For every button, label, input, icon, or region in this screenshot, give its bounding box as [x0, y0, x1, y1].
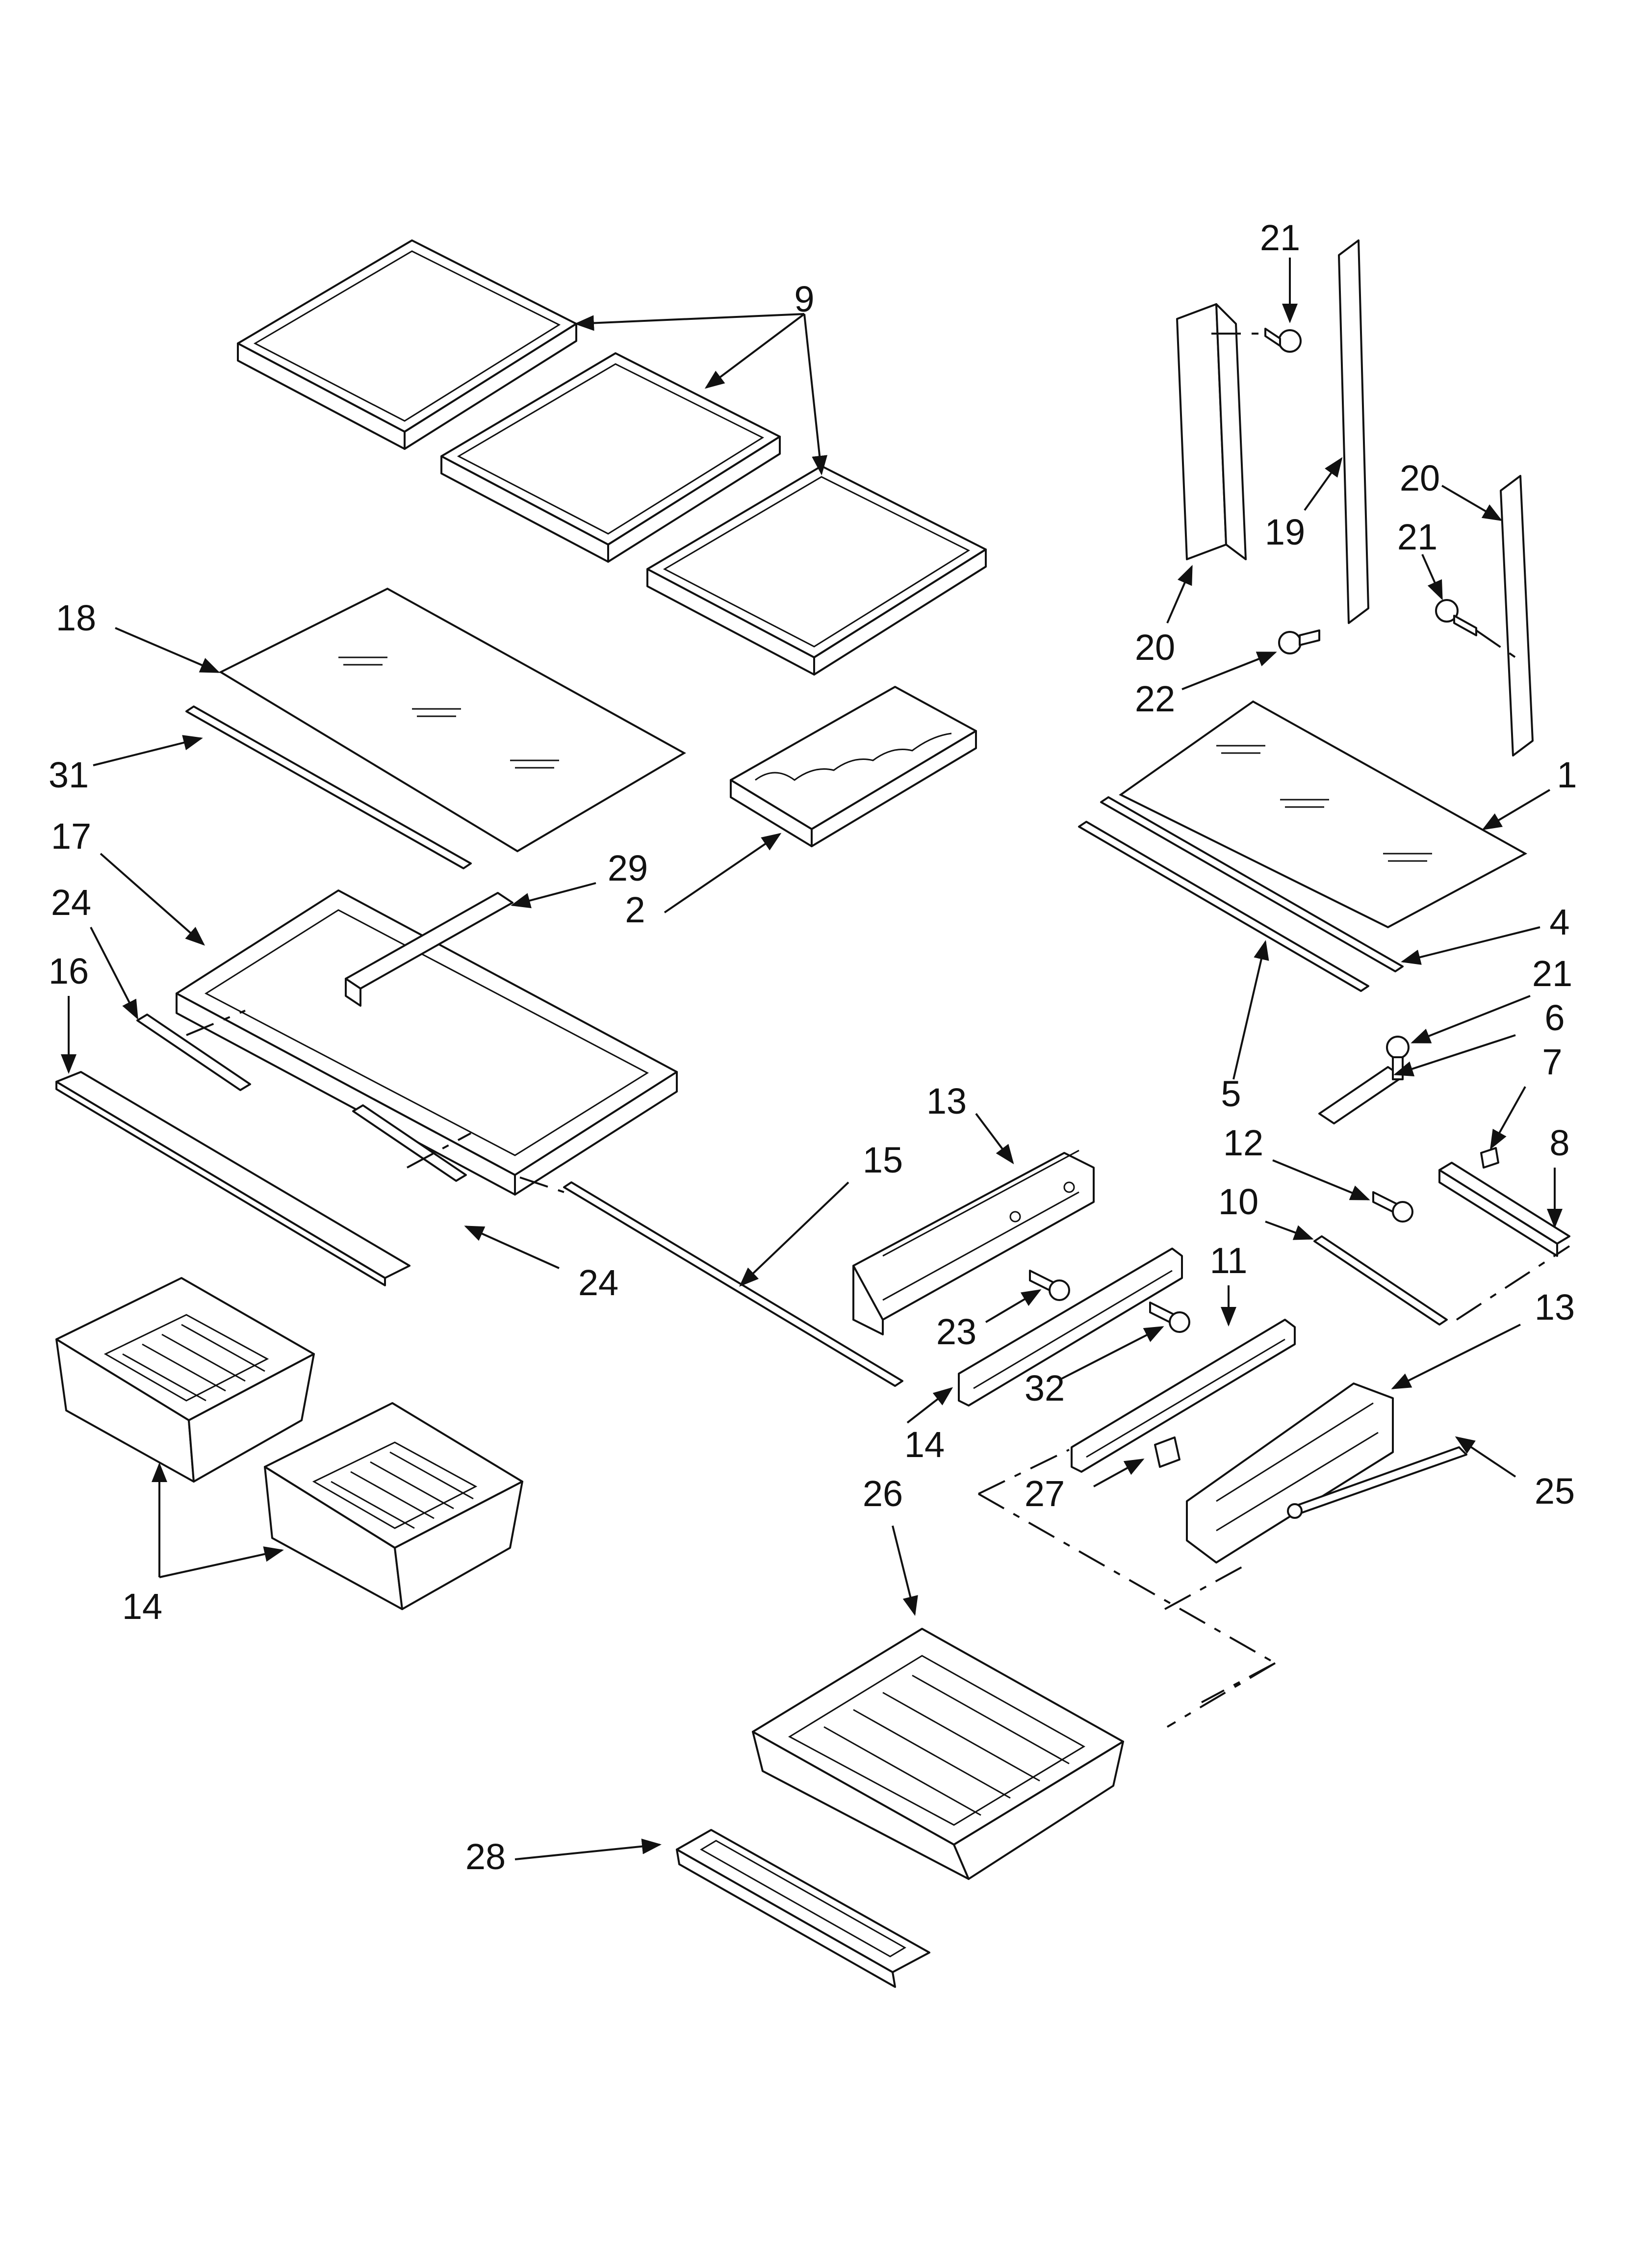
shelf-part-9b	[440, 352, 781, 563]
trim-strip-part-5	[1078, 821, 1369, 992]
slide-part-10	[1313, 1235, 1448, 1326]
callout-11: 11	[1210, 1240, 1248, 1281]
upright-part-19	[1338, 239, 1369, 624]
guide-line-right-slide	[1456, 1245, 1570, 1321]
callout-27: 27	[1025, 1473, 1065, 1514]
drawer-front-part-28	[676, 1829, 930, 1988]
guide-line-15	[519, 1176, 564, 1193]
crisper-drawer-part-14-right	[264, 1402, 523, 1610]
drawer-cover-part-13-right	[1186, 1382, 1394, 1564]
callout-21: 21	[1260, 217, 1300, 258]
slide-clip-part-24a	[136, 1014, 251, 1091]
screw-part-21b	[1435, 599, 1477, 636]
callout-21: 21	[1397, 517, 1437, 557]
screw-part-23	[1029, 1270, 1070, 1301]
trim-strip-part-4	[1100, 796, 1404, 972]
callout-4: 4	[1549, 902, 1569, 942]
bracket-part-6	[1318, 1066, 1404, 1124]
callout-8: 8	[1549, 1122, 1569, 1163]
leader-lines	[61, 258, 1563, 1860]
callout-31: 31	[49, 755, 89, 795]
callout-7: 7	[1542, 1042, 1562, 1082]
slide-clip-part-24b	[352, 1104, 467, 1182]
callout-21: 21	[1532, 953, 1572, 994]
callout-25: 25	[1535, 1471, 1575, 1512]
slide-rail-part-11	[1071, 1319, 1296, 1473]
callout-17: 17	[51, 816, 91, 857]
callout-14: 14	[122, 1586, 162, 1627]
drawer-part-26	[752, 1628, 1124, 1880]
callout-13: 13	[1535, 1287, 1575, 1328]
callout-23: 23	[936, 1311, 976, 1352]
clip-part-7	[1480, 1147, 1499, 1169]
shelf-frame-part-17	[176, 889, 678, 1196]
callout-16: 16	[49, 951, 89, 991]
assembly-guide-26	[978, 1449, 1276, 1728]
callout-6: 6	[1544, 997, 1565, 1038]
callout-20: 20	[1135, 627, 1175, 668]
screw-part-21a	[1264, 328, 1302, 353]
glass-panel-part-1	[1119, 700, 1528, 929]
callout-20: 20	[1400, 458, 1440, 498]
callout-24: 24	[51, 882, 91, 923]
clip-part-27	[1154, 1436, 1180, 1468]
callout-9: 9	[794, 279, 814, 319]
trim-strip-part-31	[185, 705, 472, 869]
drawer-cover-part-13-left	[852, 1149, 1095, 1335]
rod-part-15	[563, 1181, 903, 1387]
slide-part-8	[1438, 1162, 1570, 1257]
callout-32: 32	[1025, 1368, 1065, 1408]
upright-part-20-left	[1176, 303, 1247, 560]
callout-26: 26	[863, 1473, 903, 1514]
callout-14: 14	[904, 1424, 945, 1465]
callout-18: 18	[56, 598, 96, 638]
rod-part-25	[1287, 1446, 1467, 1519]
callout-numbers: 9 21 20 19 21 20 22 18 31 1 17 29 2 4 24…	[49, 217, 1577, 1877]
screw-part-32	[1149, 1302, 1190, 1333]
guide-line-24a	[186, 1010, 246, 1036]
slide-rail-part-14	[958, 1248, 1183, 1407]
crisper-drawer-part-14-left	[55, 1277, 315, 1483]
callout-19: 19	[1265, 512, 1305, 552]
callout-28: 28	[465, 1836, 506, 1877]
callout-5: 5	[1221, 1073, 1241, 1114]
screw-part-22	[1278, 629, 1320, 654]
callout-29: 29	[608, 848, 648, 888]
callout-12: 12	[1223, 1122, 1263, 1163]
bottle-rack-part-2	[730, 686, 977, 847]
callout-1: 1	[1557, 755, 1577, 795]
callout-13: 13	[926, 1081, 967, 1121]
callout-22: 22	[1135, 678, 1175, 719]
callout-24: 24	[578, 1262, 618, 1303]
callout-15: 15	[863, 1140, 903, 1180]
screw-part-12	[1372, 1191, 1413, 1223]
shelf-part-9c	[646, 465, 987, 676]
callout-2: 2	[625, 889, 645, 930]
guide-line-21b	[1475, 629, 1516, 658]
front-trim-part-16	[55, 1071, 410, 1286]
glass-panel-part-18	[218, 587, 687, 853]
shelf-part-9a	[237, 239, 577, 450]
callout-10: 10	[1218, 1181, 1258, 1222]
guide-line-24b	[407, 1132, 471, 1169]
upright-part-20-right	[1500, 475, 1534, 756]
